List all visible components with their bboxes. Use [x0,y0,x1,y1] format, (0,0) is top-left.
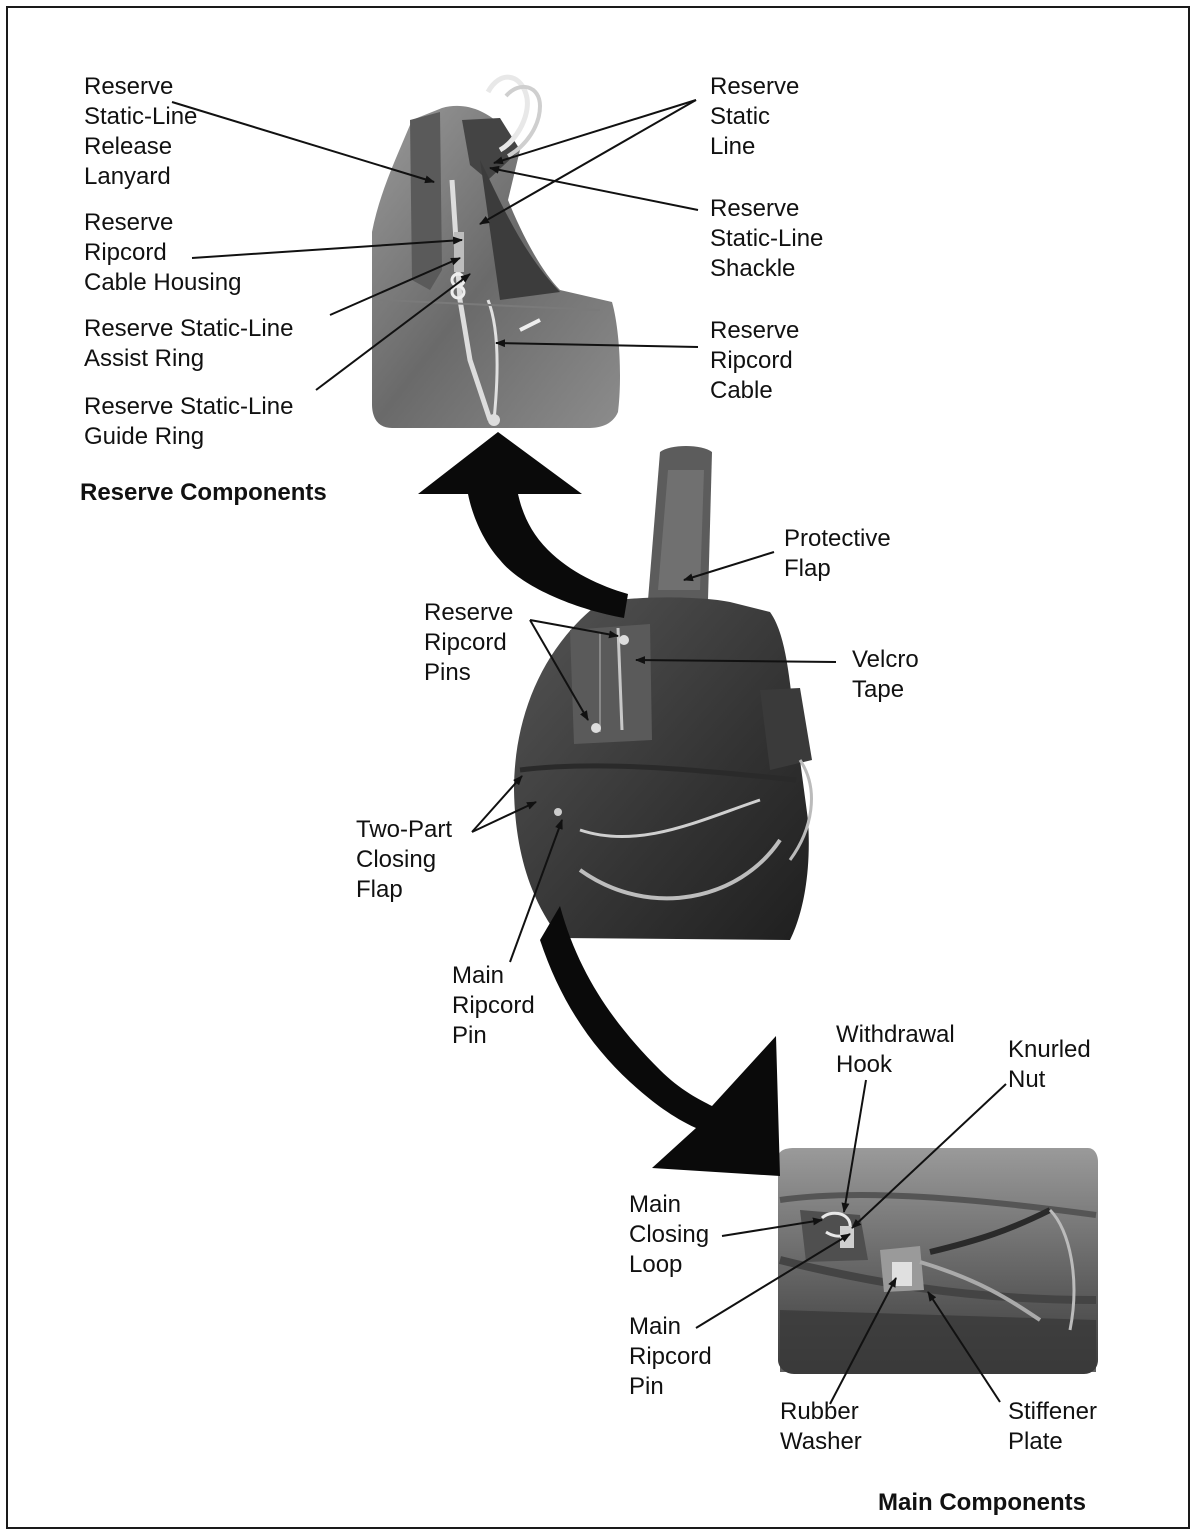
label-rubber-washer: Rubber Washer [780,1397,862,1457]
label-two-part-closing-flap: Two-Part Closing Flap [356,815,452,905]
label-reserve-ripcord-cable-housing: Reserve Ripcord Cable Housing [84,208,241,298]
label-withdrawal-hook: Withdrawal Hook [836,1020,955,1080]
pack-assembly-photo [514,446,812,940]
label-reserve-static-line-release-lanyard: Reserve Static-Line Release Lanyard [84,72,197,192]
label-knurled-nut: Knurled Nut [1008,1035,1091,1095]
main-components-photo [778,1148,1098,1374]
label-velcro-tape: Velcro Tape [852,645,919,705]
label-reserve-static-line-shackle: Reserve Static-Line Shackle [710,194,823,284]
label-reserve-static-line-guide-ring: Reserve Static-Line Guide Ring [84,392,293,452]
label-reserve-ripcord-pins: Reserve Ripcord Pins [424,598,513,688]
heading-main-components: Main Components [878,1488,1086,1518]
leader-shackle [490,168,698,210]
reserve-components-photo [372,77,620,428]
label-stiffener-plate: Stiffener Plate [1008,1397,1097,1457]
label-reserve-static-line: Reserve Static Line [710,72,799,162]
label-main-ripcord-pin-detail: Main Ripcord Pin [629,1312,712,1402]
arrow-to-reserve [418,432,628,618]
arrow-to-main [540,906,780,1176]
label-reserve-static-line-assist-ring: Reserve Static-Line Assist Ring [84,314,293,374]
leader-static-line-a [494,100,696,163]
label-reserve-ripcord-cable: Reserve Ripcord Cable [710,316,799,406]
label-protective-flap: Protective Flap [784,524,891,584]
label-main-ripcord-pin-center: Main Ripcord Pin [452,961,535,1051]
heading-reserve-components: Reserve Components [80,478,327,508]
label-main-closing-loop: Main Closing Loop [629,1190,709,1280]
leader-release-lanyard [172,102,434,182]
